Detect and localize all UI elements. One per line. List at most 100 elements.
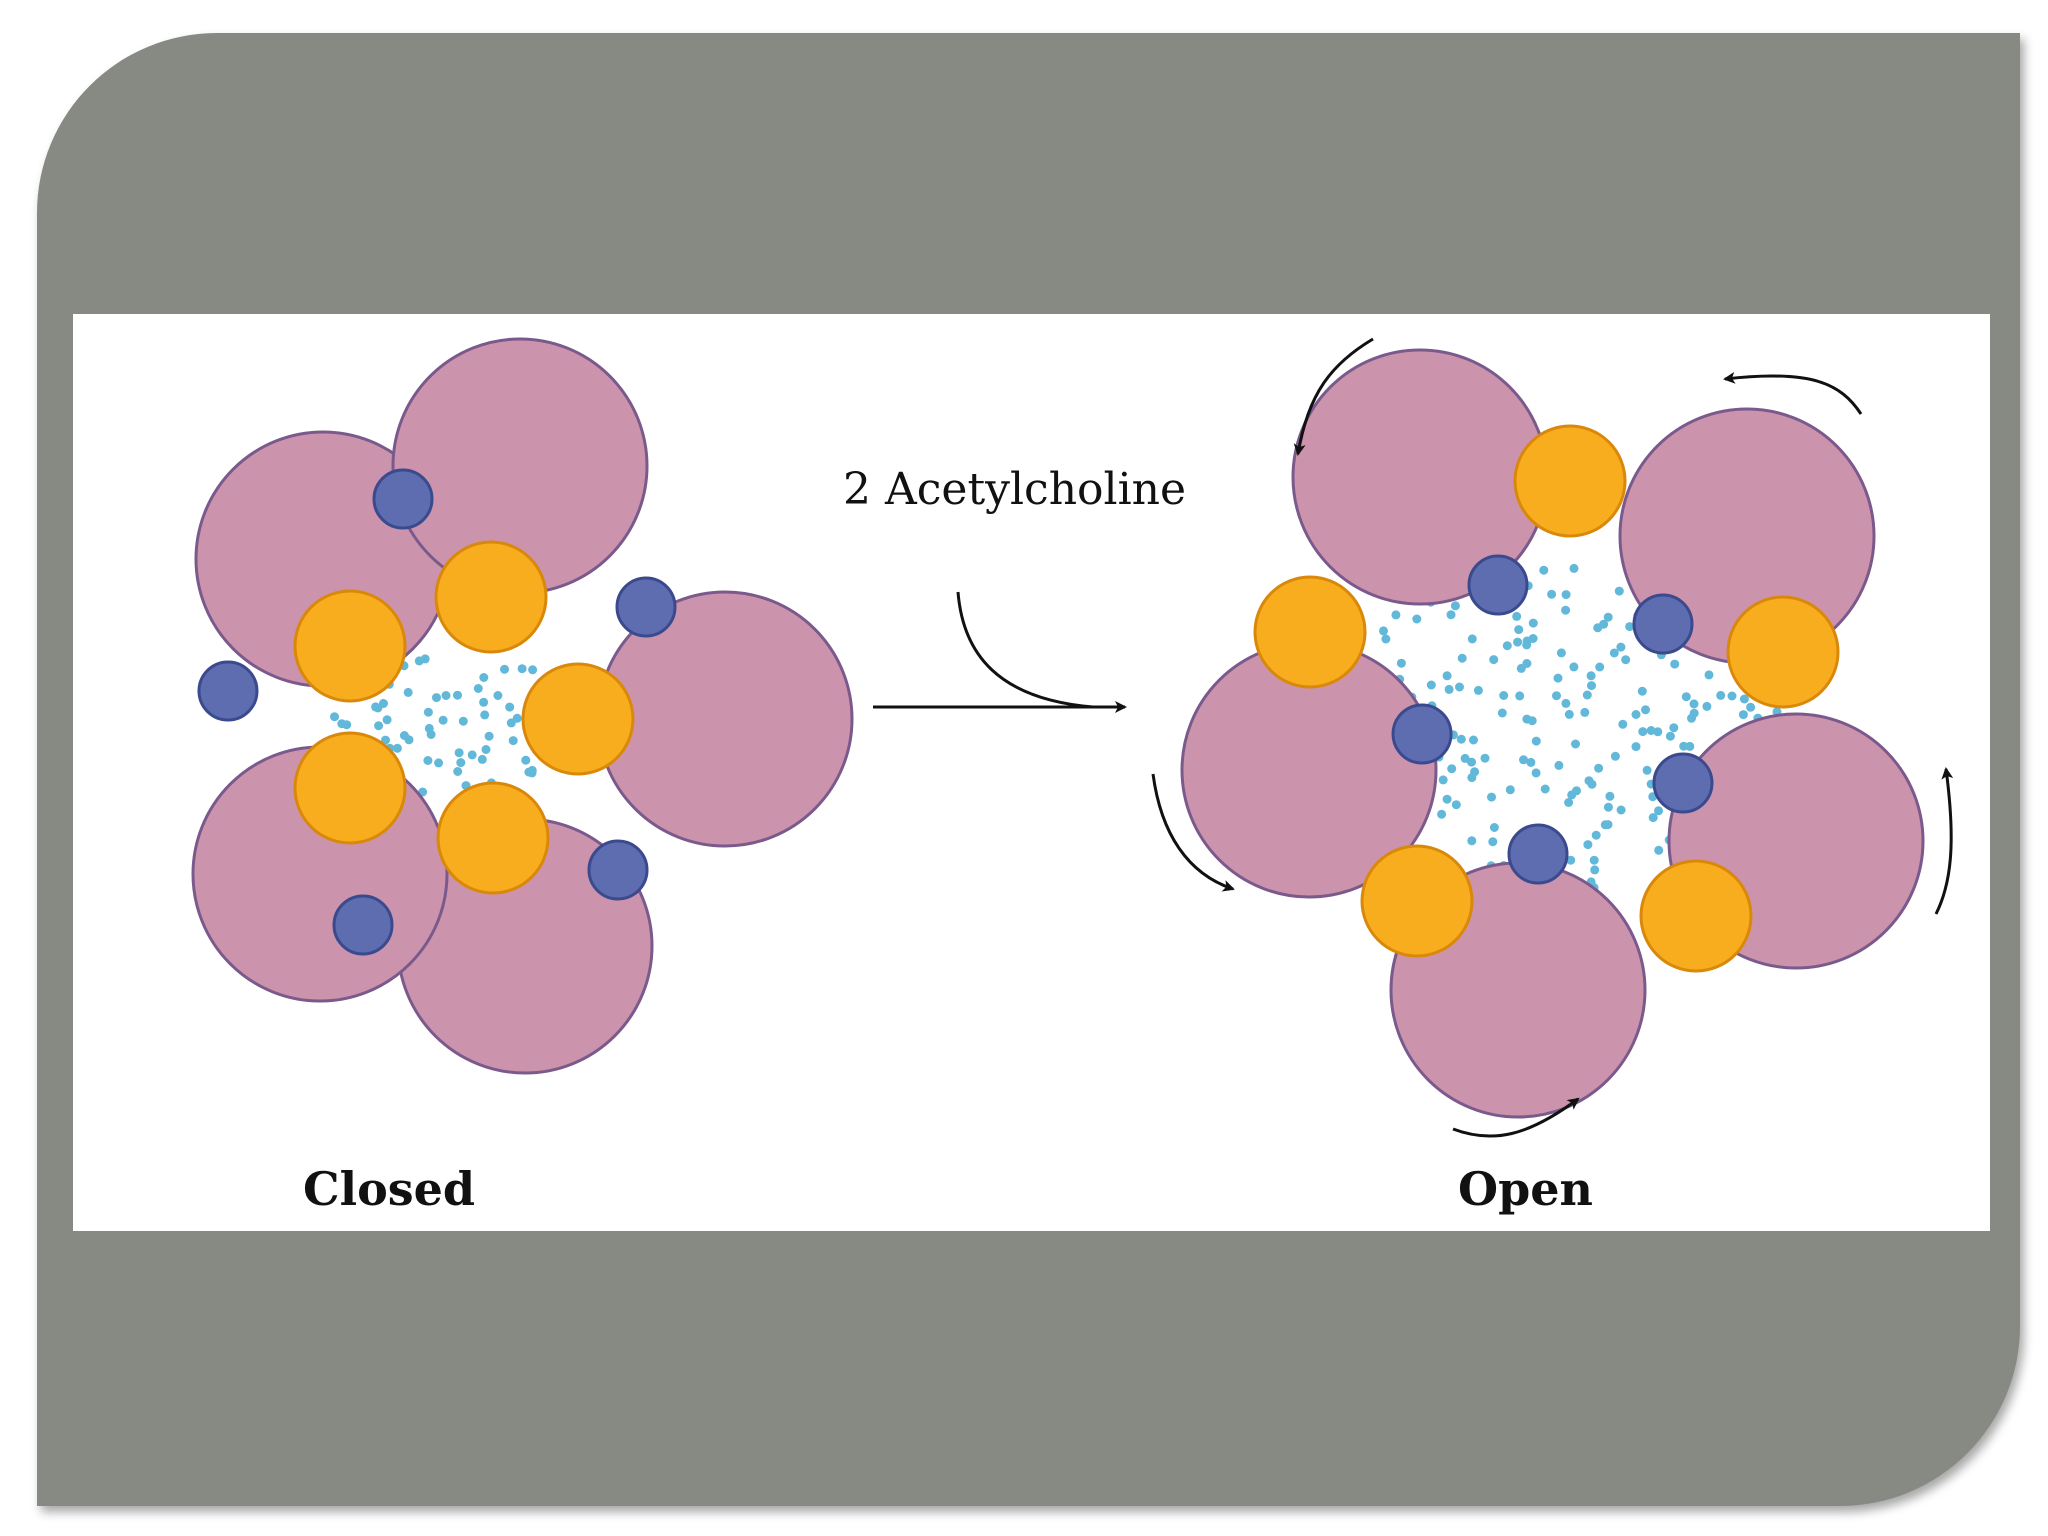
ion-dot-icon — [1513, 637, 1523, 647]
ion-dot-icon — [1687, 713, 1696, 723]
ion-dot-icon — [1554, 760, 1564, 770]
ion-dot-icon — [1456, 734, 1466, 744]
ion-dot-icon — [528, 665, 538, 675]
ion-dot-icon — [1469, 735, 1478, 745]
channel-figure: 2 Acetylcholine Closed Open — [73, 314, 1990, 1231]
ion-dot-icon — [1704, 670, 1714, 680]
ion-dot-icon — [1653, 727, 1663, 737]
binding-site-icon — [1632, 593, 1694, 655]
binding-site-icon — [372, 468, 434, 530]
ion-dot-icon — [1444, 684, 1454, 694]
ion-dot-icon — [1467, 634, 1477, 644]
transition-arrow — [873, 591, 1127, 713]
ion-dot-icon — [1552, 691, 1561, 701]
ion-dot-icon — [1547, 589, 1557, 599]
ion-dot-icon — [1512, 611, 1522, 621]
gate-residue-icon — [1253, 575, 1367, 689]
rotation-arrow-icon — [1452, 1097, 1580, 1138]
ion-dot-icon — [1467, 836, 1477, 846]
ion-dot-icon — [432, 693, 441, 703]
gate-residue-icon — [434, 540, 548, 654]
ion-dot-icon — [1473, 685, 1483, 695]
ion-dot-icon — [1587, 779, 1597, 789]
ion-dot-icon — [1531, 736, 1541, 746]
rotation-arrows — [1151, 337, 1954, 1138]
ion-dot-icon — [506, 718, 516, 728]
ion-dot-icon — [1564, 709, 1574, 719]
ion-dot-icon — [371, 702, 381, 712]
ion-dot-icon — [1646, 726, 1656, 735]
ion-dot-icon — [1580, 707, 1590, 717]
ion-dot-icon — [454, 748, 464, 758]
ion-dot-icon — [500, 664, 509, 674]
ion-dot-icon — [423, 756, 433, 765]
binding-site-icon — [1467, 554, 1529, 616]
ion-dot-icon — [382, 715, 392, 725]
ion-dot-icon — [441, 691, 451, 700]
ion-dot-icon — [1631, 742, 1641, 752]
ion-dot-icon — [1566, 855, 1576, 865]
ion-dot-icon — [1442, 794, 1452, 804]
ion-dot-icon — [1561, 698, 1571, 708]
ion-dot-icon — [1450, 601, 1460, 611]
ion-dot-icon — [1593, 623, 1603, 633]
ion-dot-icon — [1603, 612, 1613, 622]
ion-dot-icon — [453, 767, 463, 776]
rotation-arrow-icon — [1723, 371, 1863, 415]
ion-dot-icon — [1638, 727, 1648, 737]
ion-dot-icon — [473, 684, 483, 693]
ion-dot-icon — [1716, 690, 1726, 700]
gate-residue-icon — [1360, 844, 1474, 958]
ion-dot-icon — [1522, 714, 1532, 724]
ion-dot-icon — [1487, 792, 1496, 802]
ion-dot-icon — [453, 690, 462, 700]
ion-dot-icon — [414, 656, 424, 666]
binding-site-icon — [1391, 703, 1453, 765]
ion-dot-icon — [392, 743, 402, 753]
ion-dot-icon — [1488, 837, 1498, 847]
ion-dot-icon — [426, 730, 436, 739]
ion-dot-icon — [1616, 805, 1626, 815]
ion-dot-icon — [1499, 691, 1509, 700]
ion-dot-icon — [456, 758, 466, 768]
ion-dot-icon — [1528, 634, 1538, 643]
ion-dot-icon — [1561, 590, 1571, 600]
ion-dot-icon — [1727, 691, 1737, 701]
ion-dot-icon — [1522, 640, 1532, 650]
ion-dot-icon — [1590, 865, 1600, 875]
ion-dot-icon — [1681, 692, 1691, 702]
ion-dot-icon — [1665, 731, 1675, 741]
ion-dot-icon — [1489, 823, 1499, 832]
ion-dot-icon — [1591, 830, 1601, 840]
ion-dot-icon — [1583, 840, 1593, 850]
ion-dot-icon — [403, 687, 413, 697]
ion-dot-icon — [1586, 671, 1596, 681]
ion-dot-icon — [1641, 705, 1650, 715]
ion-dot-icon — [480, 710, 490, 720]
ion-dot-icon — [1631, 710, 1641, 719]
gate-residue-icon — [521, 662, 635, 776]
ion-dot-icon — [1497, 708, 1507, 718]
ion-dot-icon — [1553, 673, 1563, 683]
ion-dot-icon — [1451, 800, 1461, 810]
ion-dot-icon — [1519, 755, 1528, 765]
ion-dot-icon — [1648, 813, 1658, 823]
ion-dot-icon — [1446, 610, 1456, 620]
ion-dot-icon — [484, 731, 494, 741]
ion-dot-icon — [1489, 655, 1499, 665]
gate-residue-icon — [1726, 595, 1840, 709]
ion-dot-icon — [458, 716, 468, 726]
ion-dot-icon — [1455, 682, 1464, 692]
ion-dot-icon — [423, 707, 433, 717]
ion-dot-icon — [1505, 785, 1515, 795]
ion-dot-icon — [1572, 786, 1581, 796]
ion-dot-icon — [399, 731, 409, 740]
ion-dot-icon — [1625, 622, 1635, 632]
ion-dot-icon — [1396, 658, 1406, 668]
gate-residue-icon — [436, 781, 550, 895]
ion-dot-icon — [1685, 741, 1695, 751]
binding-site-icon — [197, 660, 259, 722]
ion-dot-icon — [1654, 806, 1663, 816]
ion-dot-icon — [1564, 798, 1574, 807]
binding-site-icon — [1507, 823, 1569, 885]
